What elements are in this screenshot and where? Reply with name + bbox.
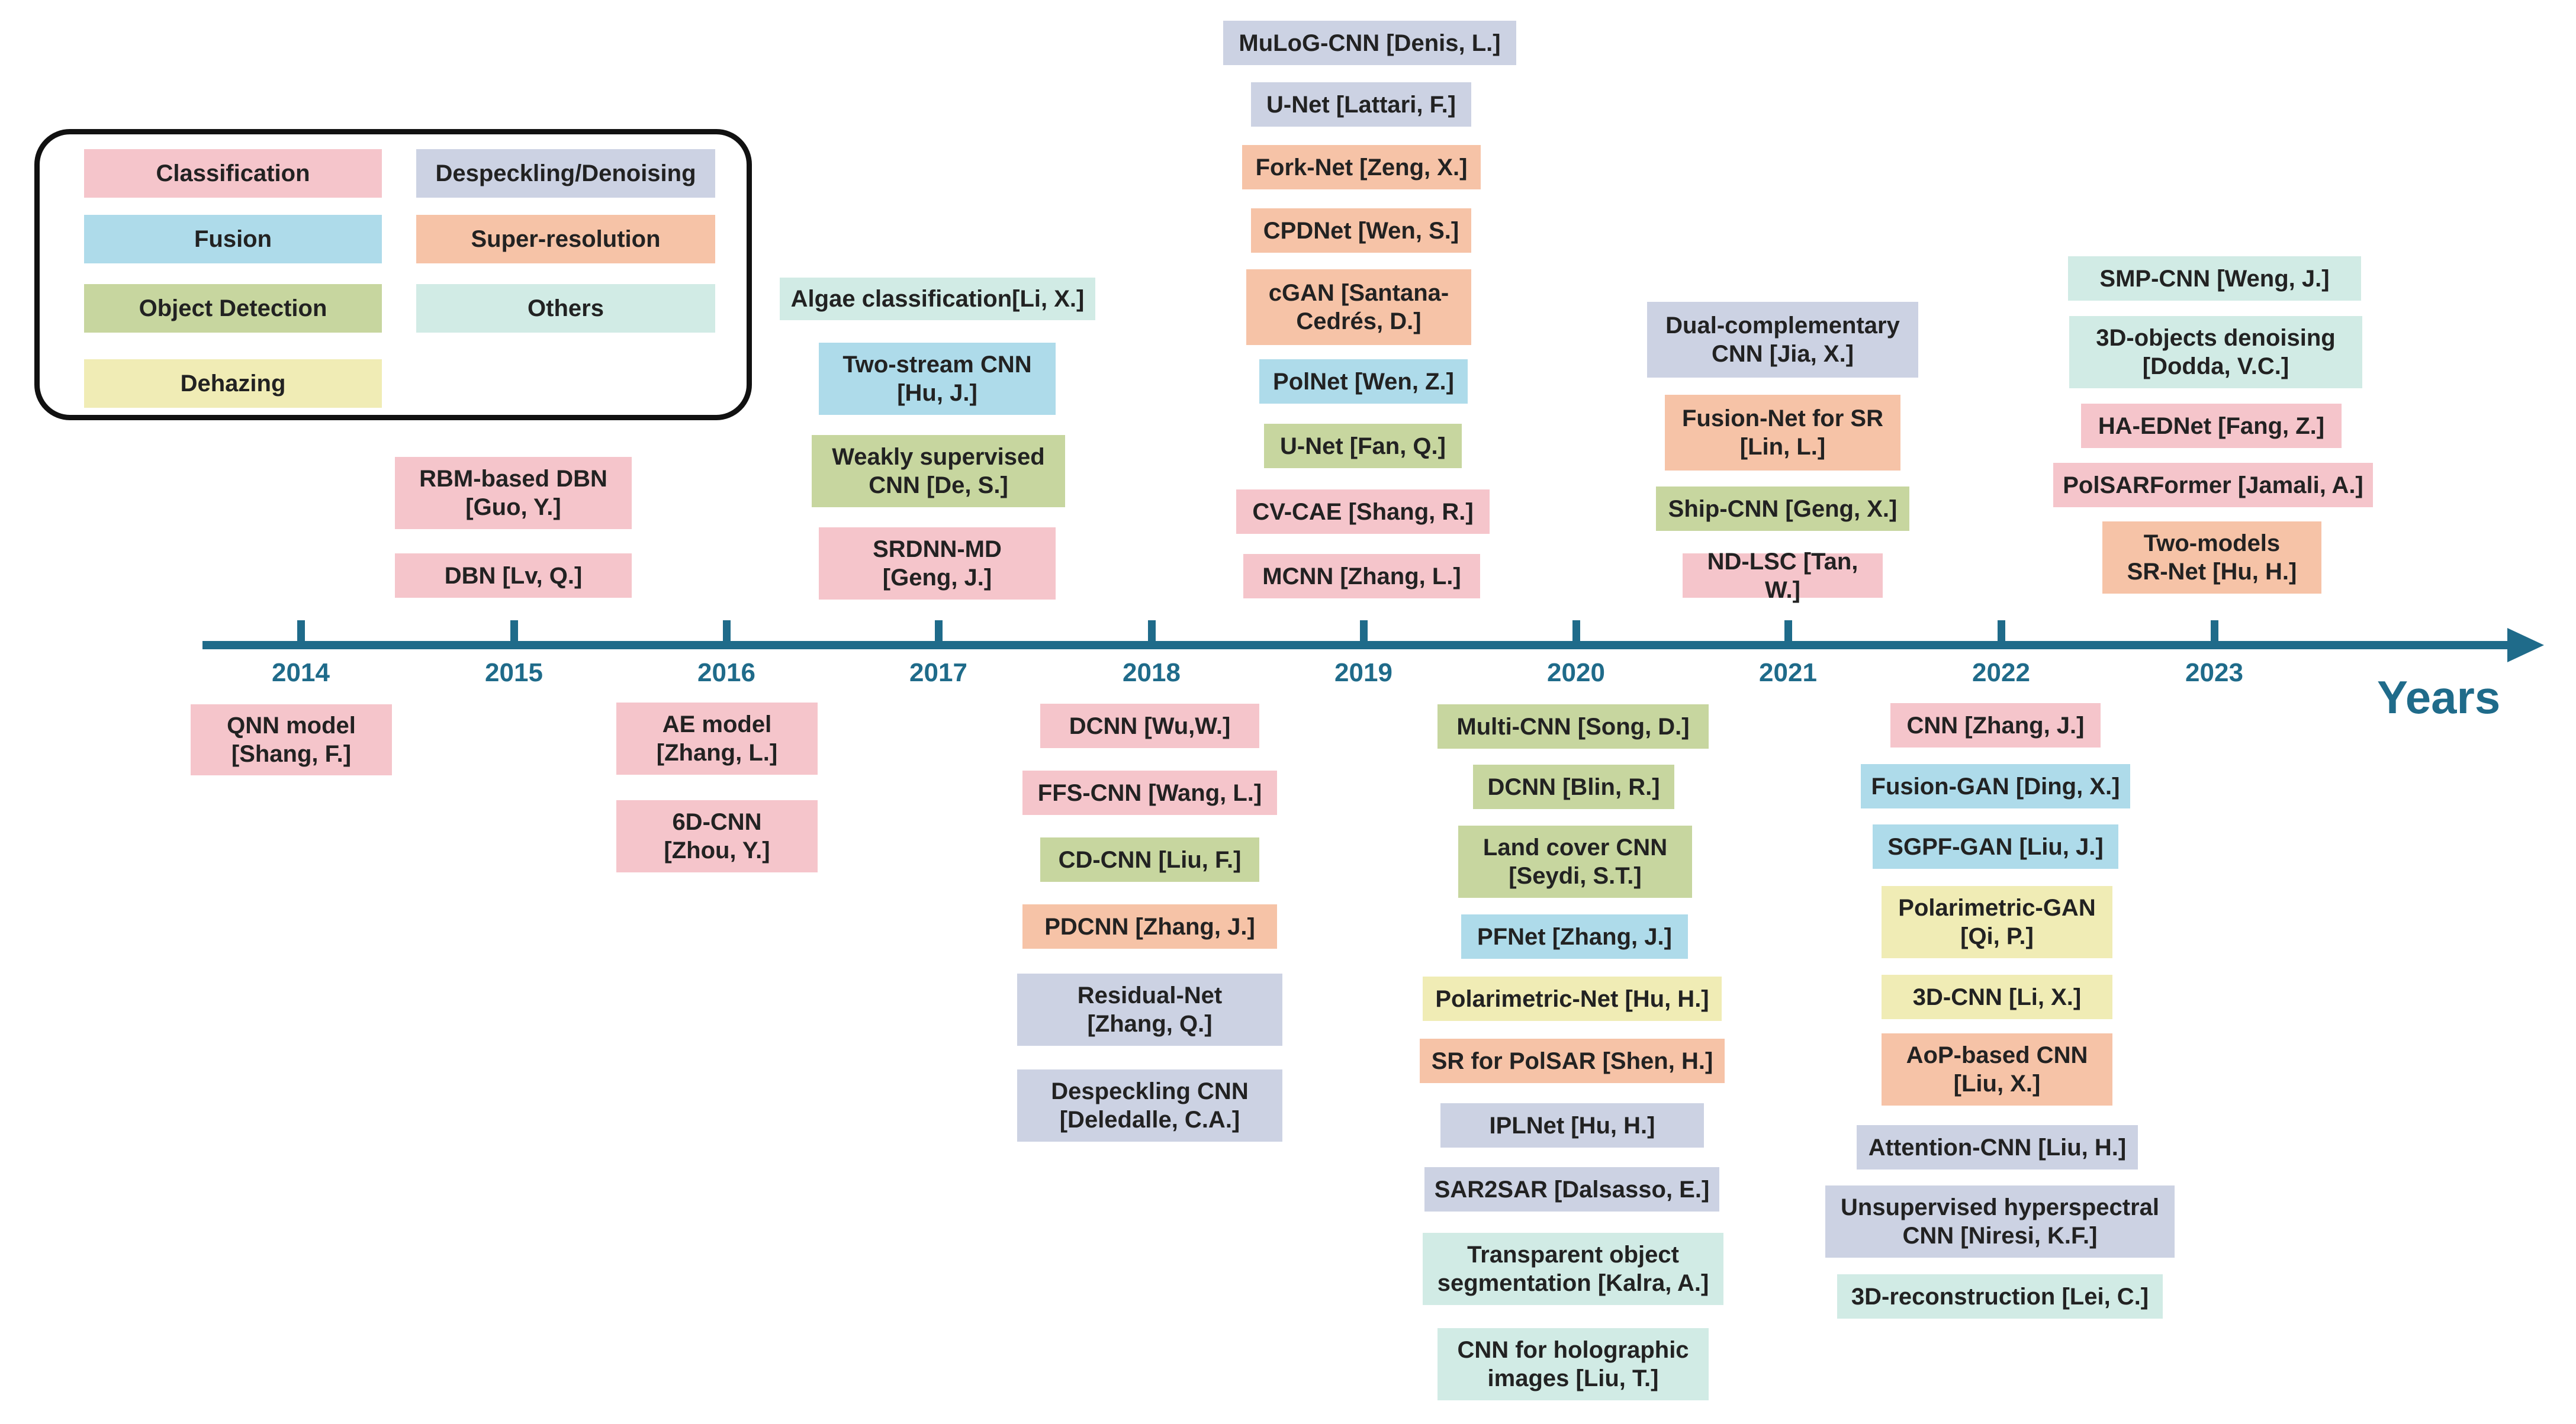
legend-item-object-detection: Object Detection (84, 284, 382, 333)
legend-frame (34, 129, 752, 420)
method-box-classification: AE model [Zhang, L.] (616, 703, 818, 775)
method-box-classification: FFS-CNN [Wang, L.] (1022, 771, 1277, 815)
method-box-fusion: PolNet [Wen, Z.] (1259, 359, 1468, 404)
year-label-2020: 2020 (1547, 658, 1605, 687)
axis-arrow-icon (2507, 628, 2544, 662)
method-box-despeckling-denoising: SAR2SAR [Dalsasso, E.] (1424, 1167, 1719, 1212)
method-box-others: 3D-reconstruction [Lei, C.] (1837, 1274, 2163, 1319)
year-tick (1998, 620, 2005, 645)
method-box-object-detection: DCNN [Blin, R.] (1473, 765, 1674, 809)
method-box-classification: ND-LSC [Tan, W.] (1683, 549, 1883, 603)
method-box-super-resolution: Fusion-Net for SR [Lin, L.] (1665, 395, 1900, 471)
year-tick (2211, 620, 2218, 645)
year-tick (1148, 620, 1156, 645)
method-box-dehazing: Polarimetric-GAN [Qi, P.] (1882, 886, 2112, 958)
year-tick (1360, 620, 1368, 645)
year-label-2023: 2023 (2185, 658, 2243, 687)
method-box-dehazing: 3D-CNN [Li, X.] (1882, 975, 2112, 1019)
method-box-classification: DCNN [Wu,W.] (1040, 704, 1259, 748)
axis-label: Years (2377, 671, 2501, 723)
method-box-others: CNN for holographic images [Liu, T.] (1437, 1328, 1709, 1400)
method-box-object-detection: Ship-CNN [Geng, X.] (1656, 487, 1909, 531)
year-label-2019: 2019 (1334, 658, 1392, 687)
method-box-object-detection: U-Net [Fan, Q.] (1264, 424, 1462, 468)
method-box-others: SMP-CNN [Weng, J.] (2068, 256, 2361, 301)
year-label-2017: 2017 (909, 658, 967, 687)
method-box-classification: CV-CAE [Shang, R.] (1236, 489, 1490, 534)
legend-item-classification: Classification (84, 149, 382, 198)
method-box-fusion: Fusion-GAN [Ding, X.] (1861, 764, 2130, 808)
timeline-axis (202, 641, 2511, 649)
legend-item-others: Others (416, 284, 715, 333)
method-box-classification: DBN [Lv, Q.] (395, 553, 632, 598)
method-box-classification: 6D-CNN [Zhou, Y.] (616, 800, 818, 872)
legend-item-fusion: Fusion (84, 215, 382, 263)
method-box-despeckling-denoising: Despeckling CNN [Deledalle, C.A.] (1017, 1069, 1282, 1142)
method-box-despeckling-denoising: Dual-complementary CNN [Jia, X.] (1647, 302, 1918, 378)
year-tick (510, 620, 518, 645)
method-box-super-resolution: CPDNet [Wen, S.] (1251, 208, 1471, 253)
method-box-classification: QNN model [Shang, F.] (191, 704, 392, 775)
method-box-classification: RBM-based DBN [Guo, Y.] (395, 457, 632, 529)
method-box-despeckling-denoising: MuLoG-CNN [Denis, L.] (1223, 21, 1516, 65)
method-box-fusion: PFNet [Zhang, J.] (1461, 914, 1688, 959)
legend-item-dehazing: Dehazing (84, 359, 382, 408)
method-box-super-resolution: SR for PolSAR [Shen, H.] (1420, 1039, 1725, 1083)
method-box-object-detection: Weakly supervised CNN [De, S.] (812, 435, 1065, 507)
year-label-2018: 2018 (1123, 658, 1181, 687)
method-box-object-detection: Land cover CNN [Seydi, S.T.] (1458, 826, 1692, 898)
method-box-object-detection: Multi-CNN [Song, D.] (1437, 704, 1709, 749)
method-box-despeckling-denoising: Residual-Net [Zhang, Q.] (1017, 974, 1282, 1046)
method-box-others: 3D-objects denoising [Dodda, V.C.] (2069, 316, 2362, 388)
method-box-classification: PolSARFormer [Jamali, A.] (2053, 463, 2373, 507)
year-tick (935, 620, 943, 645)
year-tick (297, 620, 305, 645)
method-box-fusion: Two-stream CNN [Hu, J.] (819, 343, 1056, 415)
method-box-others: Transparent object segmentation [Kalra, … (1423, 1233, 1723, 1305)
method-box-classification: HA-EDNet [Fang, Z.] (2081, 404, 2342, 448)
method-box-despeckling-denoising: Attention-CNN [Liu, H.] (1857, 1125, 2138, 1170)
method-box-classification: MCNN [Zhang, L.] (1243, 554, 1480, 598)
legend-item-super-resolution: Super-resolution (416, 215, 715, 263)
year-tick (1572, 620, 1580, 645)
method-box-classification: CNN [Zhang, J.] (1890, 703, 2101, 748)
method-box-super-resolution: PDCNN [Zhang, J.] (1022, 904, 1277, 949)
method-box-despeckling-denoising: IPLNet [Hu, H.] (1440, 1103, 1704, 1148)
method-box-super-resolution: cGAN [Santana- Cedrés, D.] (1246, 269, 1471, 345)
year-label-2014: 2014 (272, 658, 330, 687)
method-box-despeckling-denoising: U-Net [Lattari, F.] (1251, 82, 1471, 127)
method-box-despeckling-denoising: Unsupervised hyperspectral CNN [Niresi, … (1825, 1185, 2175, 1258)
method-box-super-resolution: AoP-based CNN [Liu, X.] (1882, 1033, 2112, 1106)
year-tick (723, 620, 731, 645)
year-label-2015: 2015 (485, 658, 543, 687)
year-label-2016: 2016 (697, 658, 755, 687)
method-box-dehazing: Polarimetric-Net [Hu, H.] (1423, 977, 1722, 1021)
year-label-2021: 2021 (1759, 658, 1817, 687)
year-tick (1784, 620, 1792, 645)
method-box-others: Algae classification[Li, X.] (780, 278, 1095, 320)
method-box-fusion: SGPF-GAN [Liu, J.] (1873, 824, 2118, 869)
method-box-super-resolution: Fork-Net [Zeng, X.] (1242, 145, 1481, 189)
method-box-classification: SRDNN-MD [Geng, J.] (819, 527, 1056, 600)
year-label-2022: 2022 (1972, 658, 2030, 687)
method-box-super-resolution: Two-models SR-Net [Hu, H.] (2102, 521, 2321, 594)
method-box-object-detection: CD-CNN [Liu, F.] (1040, 837, 1259, 882)
legend-item-despeckling-denoising: Despeckling/Denoising (416, 149, 715, 198)
